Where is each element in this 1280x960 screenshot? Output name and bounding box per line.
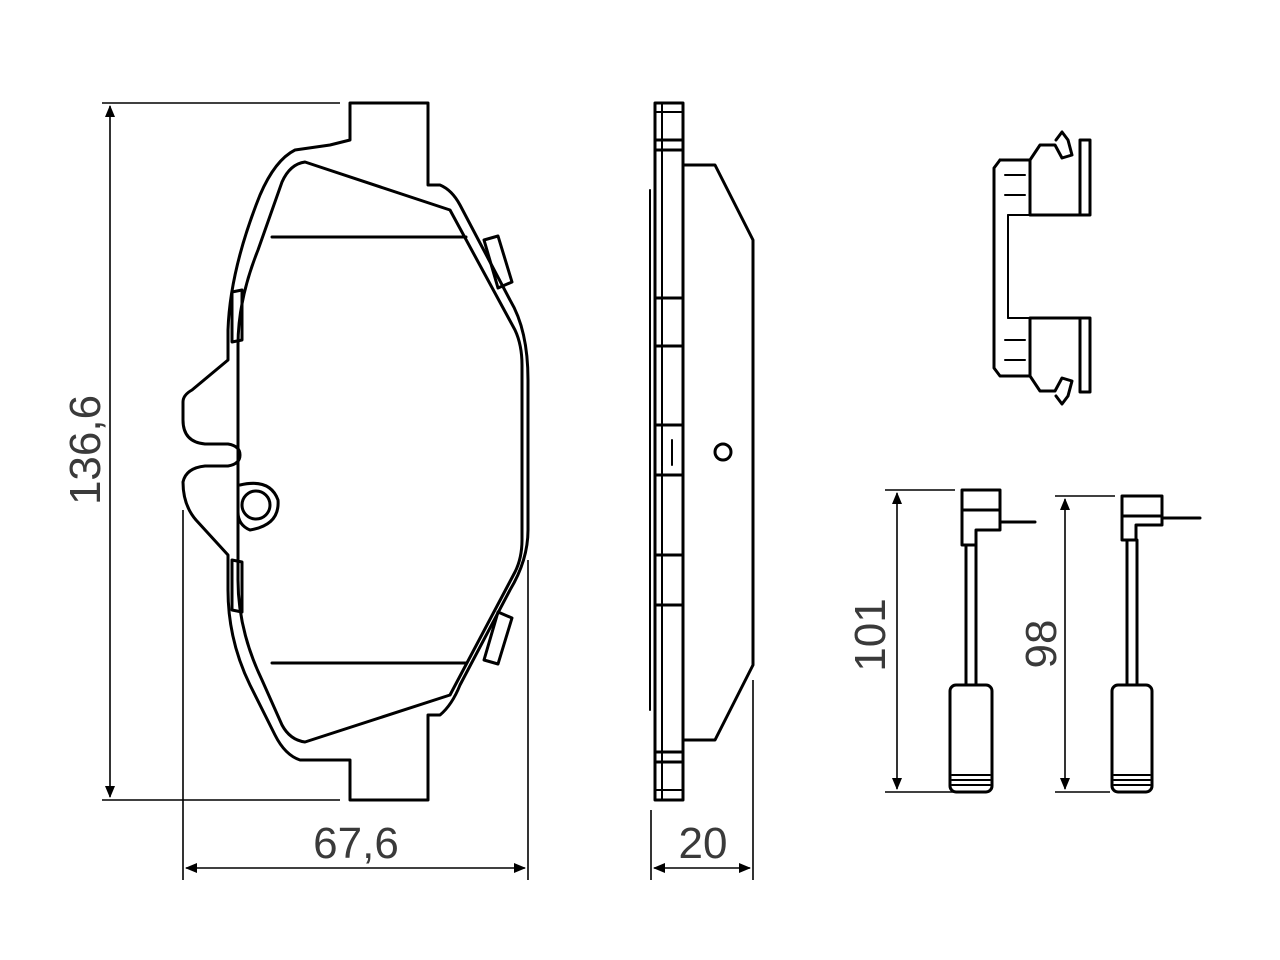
width-dimension-label: 67,6: [313, 819, 399, 868]
sensor-2-connector: [1120, 494, 1164, 518]
width-dimension: 67,6: [182, 510, 529, 880]
side-notch: [653, 138, 685, 152]
friction-material-outline: [236, 160, 524, 744]
sensor-2-length-label: 98: [1017, 620, 1066, 669]
sensor-1-probe: [948, 683, 994, 794]
thickness-dimension-label: 20: [679, 819, 728, 868]
side-friction-material: [681, 163, 755, 742]
wear-sensor-2: [1110, 494, 1202, 794]
brake-pad-side-view: [649, 101, 755, 802]
wear-sensor-1: [948, 488, 1037, 794]
side-backing-plate: [653, 101, 685, 802]
anti-rattle-clip: [992, 130, 1092, 406]
side-notch: [653, 296, 685, 348]
spring-clip-left-bottom: [230, 558, 244, 614]
brake-pad-front-view: [181, 101, 530, 802]
sensor-1-connector: [960, 488, 1002, 512]
mounting-hole-boss: [236, 481, 280, 532]
mounting-hole: [240, 489, 272, 521]
side-notch: [653, 750, 685, 764]
backing-plate-outline: [181, 101, 530, 802]
spring-clip-left-top: [230, 288, 244, 344]
thickness-dimension: 20: [650, 680, 754, 880]
sensor-1-length-dimension: 101: [846, 489, 955, 793]
sensor-1-length-label: 101: [846, 598, 895, 671]
side-notch: [653, 553, 685, 607]
sensor-2-length-dimension: 98: [1017, 495, 1115, 793]
height-dimension: 136,6: [61, 102, 340, 801]
side-wear-hole: [713, 442, 733, 462]
spring-clip-right-top: [482, 234, 514, 290]
side-notch: [653, 423, 685, 477]
height-dimension-label: 136,6: [61, 395, 110, 505]
spring-clip-right-bottom: [482, 610, 514, 666]
sensor-2-probe: [1110, 683, 1154, 794]
